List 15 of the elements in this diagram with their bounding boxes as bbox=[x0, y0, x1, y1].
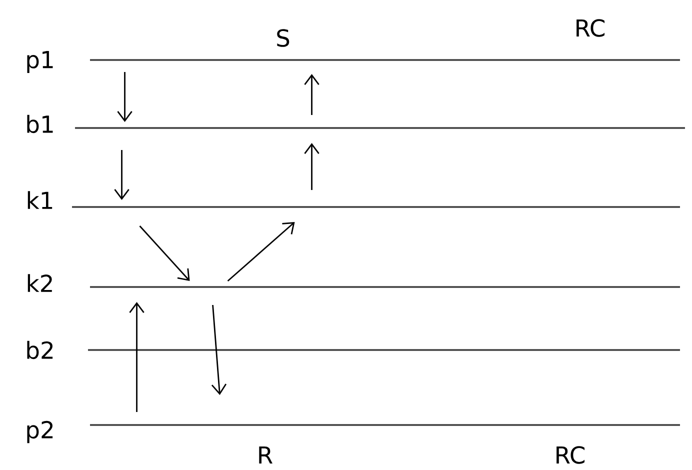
line-label: p1 bbox=[27, 51, 53, 73]
arrow bbox=[139, 226, 190, 281]
arrow bbox=[114, 150, 130, 200]
line-label: k1 bbox=[28, 191, 52, 209]
arrow bbox=[304, 143, 320, 190]
arrow bbox=[211, 304, 227, 395]
line-label: p2 bbox=[27, 420, 53, 444]
line-label: b2 bbox=[27, 340, 53, 360]
arrow bbox=[304, 74, 320, 115]
arrow bbox=[129, 302, 144, 412]
region-label: RC bbox=[576, 19, 604, 37]
arrow bbox=[117, 72, 132, 122]
line-label: k2 bbox=[28, 274, 52, 292]
line-label: b1 bbox=[27, 114, 53, 134]
arrow bbox=[227, 222, 295, 282]
